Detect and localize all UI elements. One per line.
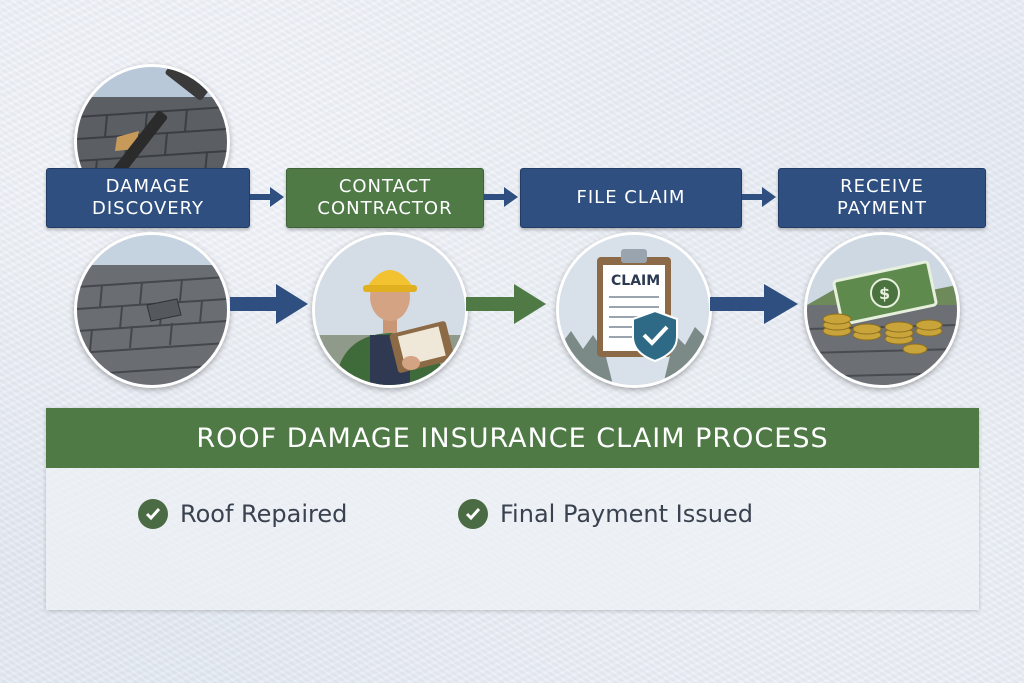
summary-panel: Roof Damage Insurance Claim Process Roof… xyxy=(46,408,979,610)
check-item-label: Roof Repaired xyxy=(180,500,348,528)
big-arrow-right-icon xyxy=(466,284,546,324)
claim-clipboard-shield-icon: CLAIM xyxy=(559,235,709,385)
claim-illustration: CLAIM xyxy=(556,232,712,388)
step-damage-discovery: Damage Discovery xyxy=(46,168,250,228)
svg-text:$: $ xyxy=(879,284,890,303)
banner-title: Roof Damage Insurance Claim Process xyxy=(46,408,979,468)
check-item-roof-repaired: Roof Repaired xyxy=(138,499,347,529)
step-contact-contractor: Contact Contractor xyxy=(286,168,484,228)
contractor-with-clipboard-icon xyxy=(315,235,465,385)
contractor-illustration xyxy=(312,232,468,388)
money-and-coins-icon: $ xyxy=(807,235,957,385)
step-receive-payment: Receive Payment xyxy=(778,168,986,228)
arrow-right-icon xyxy=(742,187,776,207)
big-arrow-right-icon xyxy=(230,284,308,324)
check-circle-icon xyxy=(458,499,488,529)
check-item-label: Final Payment Issued xyxy=(500,500,753,528)
check-item-final-payment: Final Payment Issued xyxy=(458,499,753,529)
arrow-right-icon xyxy=(484,187,518,207)
arrow-right-icon xyxy=(250,187,284,207)
claim-card-text: CLAIM xyxy=(611,273,660,289)
big-arrow-right-icon xyxy=(710,284,798,324)
step-file-claim: File Claim xyxy=(520,168,742,228)
damaged-shingles-illustration xyxy=(74,232,230,388)
payment-illustration: $ xyxy=(804,232,960,388)
check-circle-icon xyxy=(138,499,168,529)
damaged-shingles-icon xyxy=(77,235,227,385)
